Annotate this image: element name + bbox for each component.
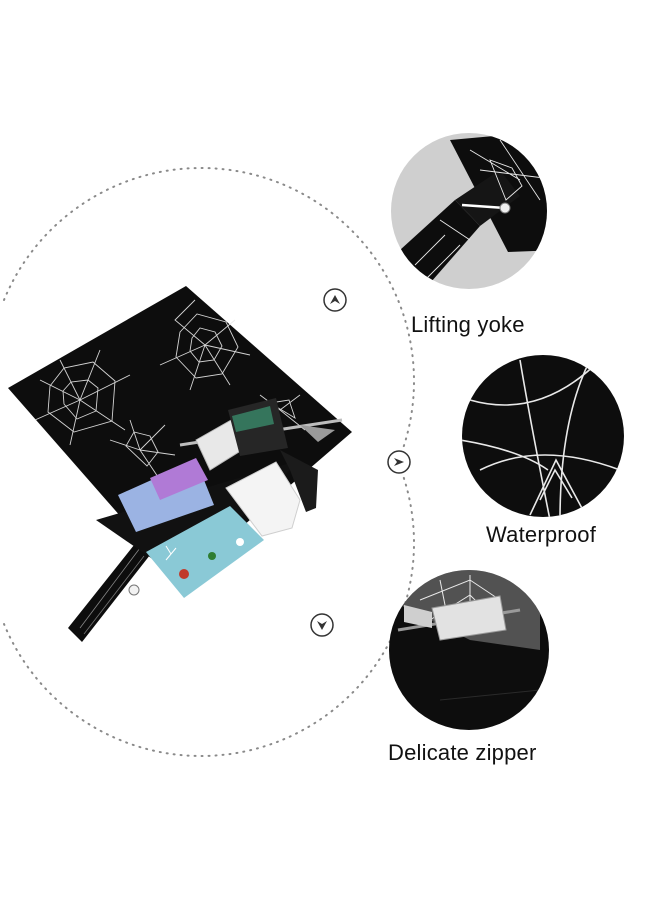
detail-circle-lifting-yoke [391,133,547,289]
bag-body [8,286,352,582]
arc-marker-icon [309,612,335,638]
dotted-arc [3,166,416,758]
feature-label-waterproof: Waterproof [486,522,597,547]
snap-button [128,584,140,596]
pocket-contents [118,398,318,598]
arc-marker-icon [322,287,348,313]
detail-circle-zipper [389,570,549,730]
feature-label-lifting-yoke: Lifting yoke [411,312,525,337]
feature-label-delicate-zipper: Delicate zipper [388,740,537,765]
detail-circle-waterproof [462,355,624,517]
arc-marker-icon [386,449,412,475]
wet-bag [8,286,352,642]
